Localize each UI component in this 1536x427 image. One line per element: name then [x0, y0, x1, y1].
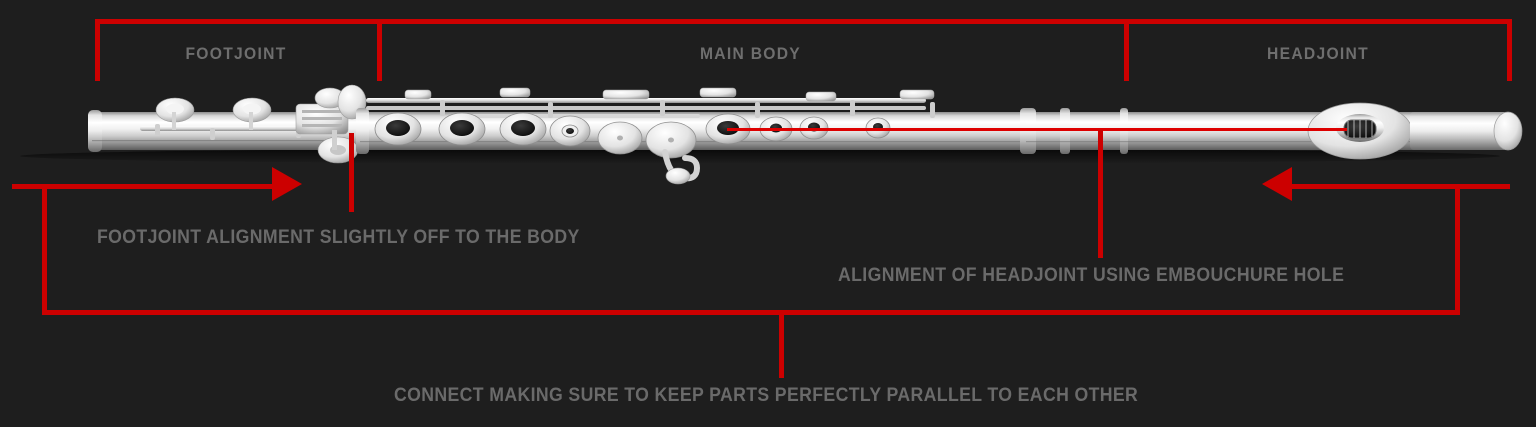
section-label-main-body: MAIN BODY	[699, 44, 802, 63]
footjoint-arrow-shaft	[12, 184, 275, 189]
caption-headjoint-alignment: ALIGNMENT OF HEADJOINT USING EMBOUCHURE …	[838, 265, 1345, 286]
arrow-right-icon	[272, 167, 302, 201]
parallel-bracket-right-riser	[1455, 184, 1460, 315]
arrow-left-icon	[1262, 167, 1292, 201]
flute-illustration	[20, 84, 1523, 185]
parallel-bracket-rail	[42, 310, 1460, 315]
parallel-bracket-left-riser	[42, 184, 47, 315]
caption-parallel-connect: CONNECT MAKING SURE TO KEEP PARTS PERFEC…	[394, 385, 1139, 406]
headjoint-alignment-leader	[1098, 130, 1103, 258]
caption-footjoint-alignment: FOOTJOINT ALIGNMENT SLIGHTLY OFF TO THE …	[97, 227, 580, 248]
parallel-bracket-center-drop	[779, 310, 784, 378]
headjoint-arrow-shaft	[1292, 184, 1510, 189]
top-bracket-rail	[95, 19, 1512, 24]
top-bracket-right-end	[1507, 19, 1512, 81]
top-bracket-divider-body-headjoint	[1124, 19, 1129, 81]
section-label-headjoint: HEADJOINT	[1267, 44, 1369, 63]
section-label-footjoint: FOOTJOINT	[185, 44, 287, 63]
red-alignment-line	[727, 128, 1347, 131]
top-bracket-divider-footjoint-body	[377, 19, 382, 81]
top-bracket-left-end	[95, 19, 100, 81]
footjoint-seam-tick	[349, 133, 354, 212]
